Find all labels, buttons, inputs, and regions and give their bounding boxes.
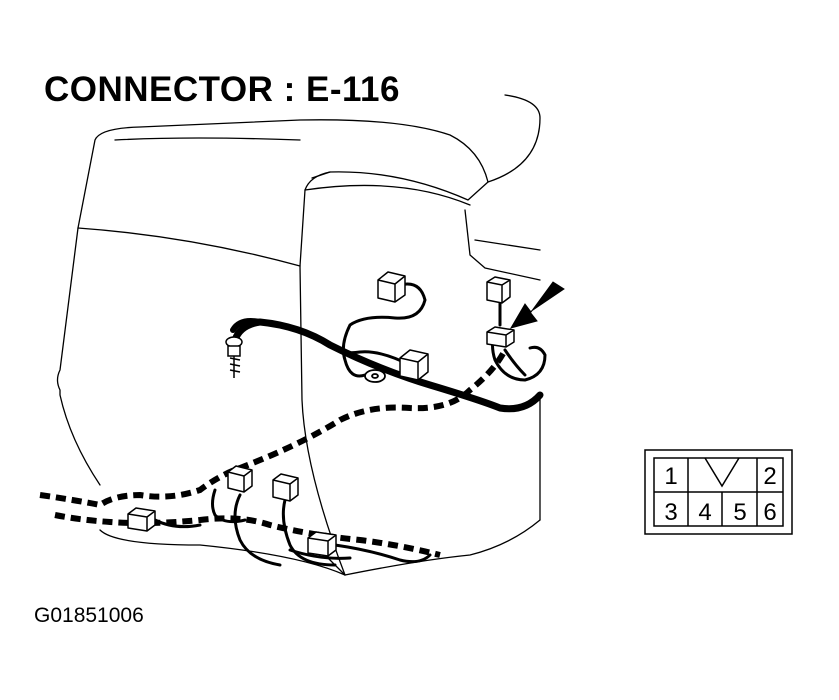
connector-bottom-left-2 xyxy=(272,473,299,502)
ground-bolt xyxy=(225,336,243,378)
pin-1-label: 1 xyxy=(664,463,677,490)
connector-center xyxy=(399,349,429,381)
connector-top-center xyxy=(377,271,406,303)
connector-e116-target xyxy=(486,326,515,348)
connector-bottom-center xyxy=(307,531,337,557)
connector-right-upper xyxy=(486,276,511,304)
pin-5-label: 5 xyxy=(733,499,746,526)
console-outline xyxy=(56,94,541,576)
branch-wires xyxy=(153,282,547,567)
key-notch xyxy=(704,457,740,488)
figure-id: G01851006 xyxy=(34,604,144,627)
pin-3-label: 3 xyxy=(664,499,677,526)
location-arrow xyxy=(509,281,565,329)
main-harness xyxy=(230,318,544,413)
pin-2-label: 2 xyxy=(763,463,776,490)
connector-blocks xyxy=(127,271,515,557)
connector-bottom-left-3 xyxy=(127,507,156,532)
connector-face-diagram: 1 2 3 4 5 6 xyxy=(644,449,793,535)
taped-harness xyxy=(39,348,508,558)
ground-eyelet xyxy=(364,369,386,383)
connector-title: CONNECTOR : E-116 xyxy=(44,70,400,109)
pin-6-label: 6 xyxy=(763,499,776,526)
pin-4-label: 4 xyxy=(698,499,711,526)
connector-bottom-left-1 xyxy=(227,465,253,493)
